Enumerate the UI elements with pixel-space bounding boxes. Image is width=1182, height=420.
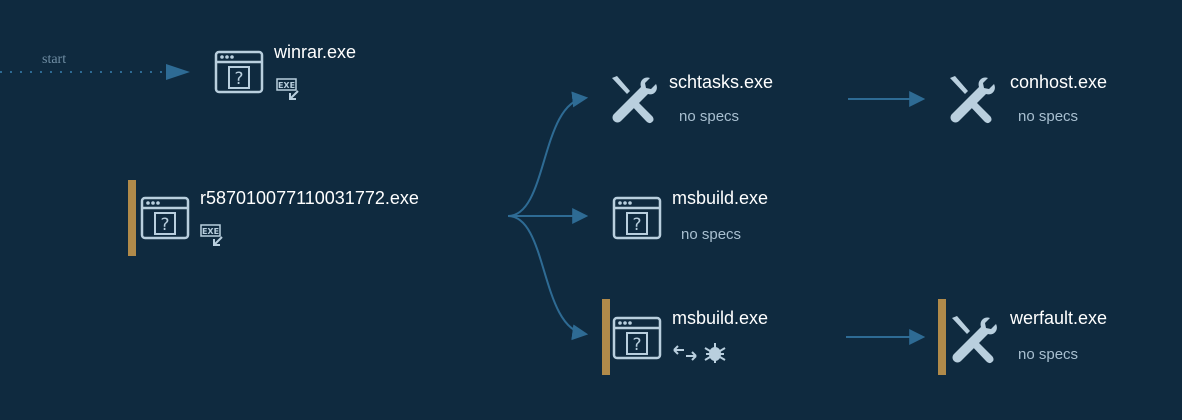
- svg-text:?: ?: [632, 335, 641, 355]
- unknown-window-icon: ?: [214, 50, 264, 94]
- node-msbuild-1[interactable]: ? msbuild.exe no specs: [612, 188, 812, 248]
- node-subtitle: no specs: [679, 108, 740, 125]
- node-name: conhost.exe: [1010, 72, 1108, 92]
- node-werfault[interactable]: werfault.exe no specs: [948, 308, 1168, 372]
- node-subtitle: no specs: [1018, 108, 1079, 125]
- node-msbuild-2[interactable]: ? msbuild.exe: [612, 308, 812, 372]
- tools-icon: [950, 76, 995, 124]
- status-marker: [938, 299, 946, 375]
- unknown-window-icon: ?: [140, 196, 190, 240]
- node-winrar[interactable]: ? winrar.exe EXE: [214, 42, 384, 104]
- node-subtitle: no specs: [1018, 346, 1079, 363]
- exe-file-icon: EXE: [200, 224, 223, 246]
- start-arrowhead: [166, 64, 190, 80]
- node-name: msbuild.exe: [672, 308, 769, 328]
- svg-text:?: ?: [632, 215, 641, 235]
- svg-text:?: ?: [234, 69, 243, 89]
- status-marker: [128, 180, 136, 256]
- exe-file-icon: EXE: [276, 78, 299, 100]
- network-arrows-icon: [673, 345, 697, 361]
- svg-text:EXE: EXE: [202, 227, 219, 236]
- node-r587[interactable]: ? r587010077110031772.exe EXE: [140, 186, 460, 250]
- unknown-window-icon: ?: [612, 316, 662, 360]
- node-subtitle: no specs: [681, 226, 742, 243]
- node-name: werfault.exe: [1010, 308, 1108, 328]
- svg-text:EXE: EXE: [278, 81, 295, 90]
- node-name: schtasks.exe: [669, 72, 774, 92]
- start-label: start: [42, 52, 67, 67]
- node-schtasks[interactable]: schtasks.exe no specs: [608, 70, 808, 130]
- edge-r587-schtasks: [507, 91, 589, 217]
- bug-icon: [704, 343, 726, 363]
- svg-text:?: ?: [160, 215, 169, 235]
- unknown-window-icon: ?: [612, 196, 662, 240]
- edge-r587-msbuild2: [507, 215, 589, 341]
- node-name: winrar.exe: [274, 42, 357, 62]
- tools-icon: [952, 316, 997, 364]
- status-marker: [602, 299, 610, 375]
- node-name: r587010077110031772.exe: [200, 188, 419, 208]
- tools-icon: [612, 76, 657, 124]
- node-name: msbuild.exe: [672, 188, 769, 208]
- node-conhost[interactable]: conhost.exe no specs: [946, 70, 1146, 130]
